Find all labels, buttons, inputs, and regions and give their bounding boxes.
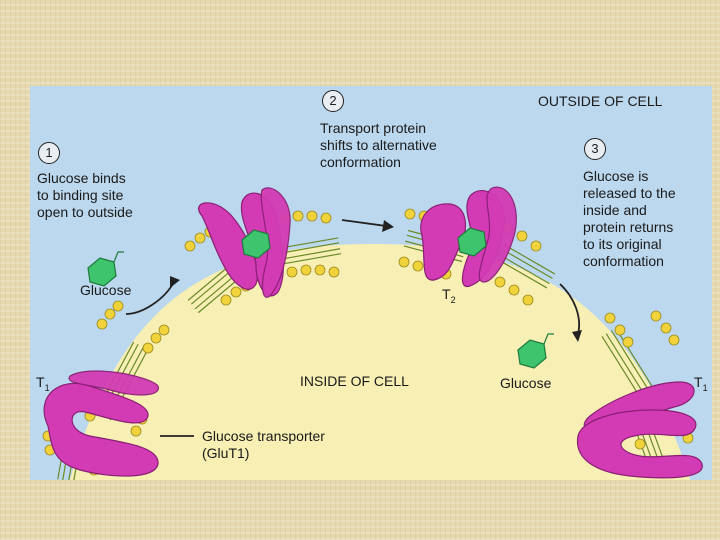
arrow-glucose-release bbox=[559, 283, 580, 335]
step-3-text: Glucose is released to the inside and pr… bbox=[583, 168, 676, 269]
glucose-molecules bbox=[87, 227, 547, 369]
step-1-text: Glucose binds to binding site open to ou… bbox=[37, 170, 133, 220]
glucose-hexagon-left bbox=[87, 257, 117, 287]
state-label-t1-left: T1 bbox=[36, 374, 50, 393]
step-2-text: Transport protein shifts to alternative … bbox=[320, 120, 437, 170]
transporter-t1-left bbox=[43, 370, 159, 477]
state-label-t2: T2 bbox=[442, 286, 456, 305]
glucose-label-right: Glucose bbox=[500, 375, 552, 391]
glucose-label-left: Glucose bbox=[80, 282, 132, 298]
transporter-t1-right bbox=[576, 381, 703, 479]
inside-of-cell-label: INSIDE OF CELL bbox=[300, 373, 409, 389]
transport-diagram: OUTSIDE OF CELL INSIDE OF CELL 1 Glucose… bbox=[30, 86, 712, 480]
glucose-hexagon-bound bbox=[241, 229, 271, 259]
step-2-number: 2 bbox=[322, 90, 344, 112]
glucose-hexagon-right bbox=[517, 339, 547, 369]
outside-of-cell-label: OUTSIDE OF CELL bbox=[538, 93, 663, 109]
diagram-artwork bbox=[42, 186, 703, 480]
glucose-transporter-label: Glucose transporter (GluT1) bbox=[202, 428, 325, 461]
state-label-t1-right: T1 bbox=[694, 374, 708, 393]
glucose-hexagon-t2 bbox=[457, 227, 487, 257]
step-3-number: 3 bbox=[584, 138, 606, 160]
step-1-number: 1 bbox=[38, 142, 60, 164]
arrow-step-1-to-2 bbox=[341, 219, 387, 227]
